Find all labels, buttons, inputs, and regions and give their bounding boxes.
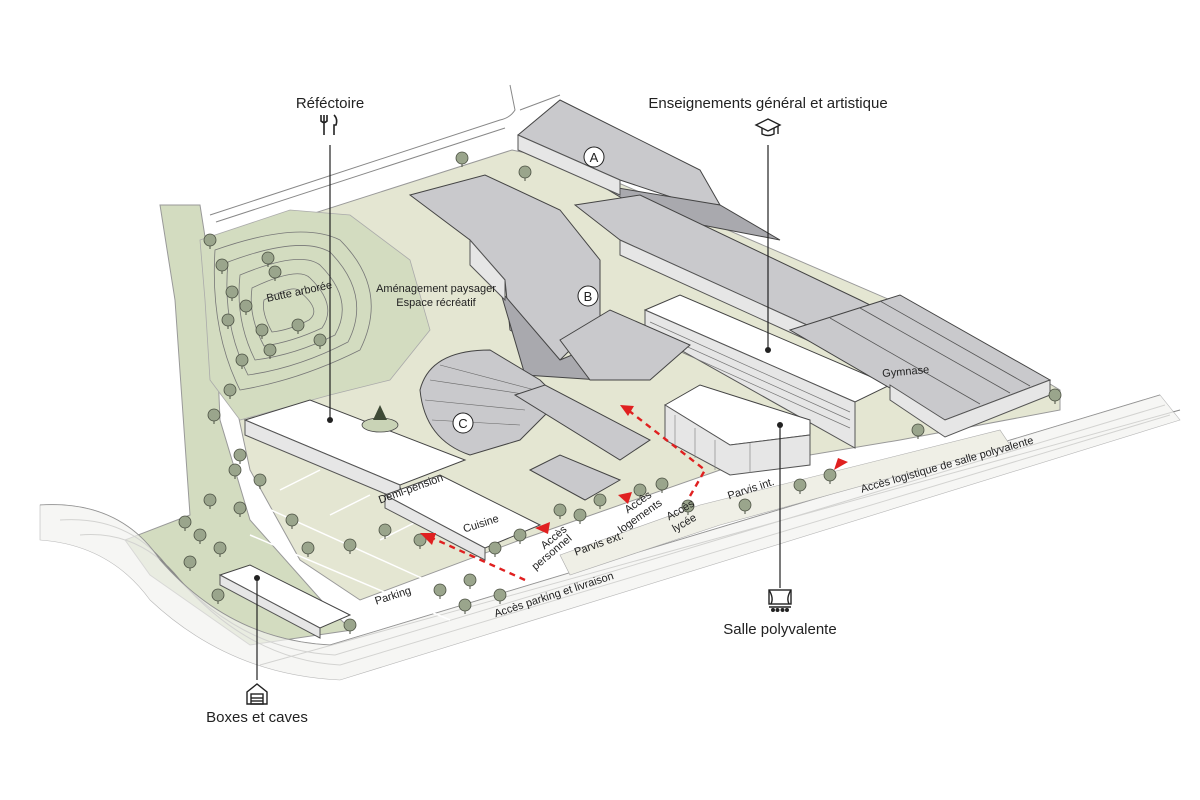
theater-stage-icon bbox=[768, 589, 792, 612]
tree bbox=[433, 583, 447, 599]
tree bbox=[573, 508, 587, 524]
tree bbox=[313, 333, 327, 349]
tree bbox=[593, 493, 607, 509]
tree bbox=[193, 528, 207, 544]
tree bbox=[253, 473, 267, 489]
tree bbox=[211, 588, 225, 604]
tree bbox=[455, 151, 469, 167]
label-gymnase: Gymnase bbox=[882, 364, 930, 380]
tree bbox=[183, 555, 197, 571]
tree bbox=[301, 541, 315, 557]
graduation-cap-icon bbox=[754, 118, 782, 137]
callout-boxes-caves: Boxes et caves bbox=[206, 709, 308, 726]
svg-text:B: B bbox=[584, 289, 593, 304]
tree bbox=[228, 463, 242, 479]
tree bbox=[911, 423, 925, 439]
building-c-marker: C bbox=[452, 412, 474, 434]
tree bbox=[263, 343, 277, 359]
garage-icon bbox=[246, 683, 268, 705]
tree bbox=[223, 383, 237, 399]
svg-text:A: A bbox=[590, 150, 599, 165]
tree bbox=[285, 513, 299, 529]
building-b-marker: B bbox=[577, 285, 599, 307]
trees bbox=[178, 151, 1062, 634]
tree bbox=[215, 258, 229, 274]
tree bbox=[207, 408, 221, 424]
tree bbox=[518, 165, 532, 181]
building-a-marker: A bbox=[583, 146, 605, 168]
arrow-logistique bbox=[834, 458, 848, 470]
tree bbox=[213, 541, 227, 557]
tree bbox=[738, 498, 752, 514]
svg-text:C: C bbox=[458, 416, 467, 431]
buildings bbox=[218, 99, 1052, 639]
tree bbox=[233, 448, 247, 464]
tree bbox=[203, 493, 217, 509]
label-espace-recreatif: Espace récréatif bbox=[396, 297, 476, 309]
tree bbox=[681, 499, 695, 515]
tree bbox=[553, 503, 567, 519]
tree bbox=[239, 299, 253, 315]
tree bbox=[633, 483, 647, 499]
tree bbox=[793, 478, 807, 494]
parking-bays bbox=[249, 469, 471, 621]
tree bbox=[343, 538, 357, 554]
tree bbox=[233, 501, 247, 517]
arrow-personnel bbox=[535, 522, 550, 534]
arrow-logements bbox=[618, 492, 632, 504]
tree bbox=[255, 323, 269, 339]
access-arrows bbox=[420, 405, 848, 582]
tree bbox=[225, 285, 239, 301]
tree bbox=[493, 588, 507, 604]
tree bbox=[655, 477, 669, 493]
tree bbox=[261, 251, 275, 267]
tree bbox=[343, 618, 357, 634]
tree bbox=[178, 515, 192, 531]
tree bbox=[413, 533, 427, 549]
tree bbox=[463, 573, 477, 589]
tree bbox=[823, 468, 837, 484]
label-amenagement: Aménagement paysager bbox=[376, 283, 496, 295]
callout-refectoire: Réféctoire bbox=[296, 95, 364, 112]
callout-salle-polyvalente: Salle polyvalente bbox=[723, 621, 836, 638]
tree bbox=[378, 523, 392, 539]
tree bbox=[268, 265, 282, 281]
tree bbox=[488, 541, 502, 557]
tree bbox=[221, 313, 235, 329]
tree bbox=[291, 318, 305, 334]
tree bbox=[235, 353, 249, 369]
fork-knife-icon bbox=[320, 114, 338, 135]
tree bbox=[1048, 388, 1062, 404]
tree bbox=[458, 598, 472, 614]
callout-leaders bbox=[254, 145, 783, 680]
tree bbox=[203, 233, 217, 249]
callout-enseignements: Enseignements général et artistique bbox=[648, 95, 887, 112]
tree bbox=[513, 528, 527, 544]
